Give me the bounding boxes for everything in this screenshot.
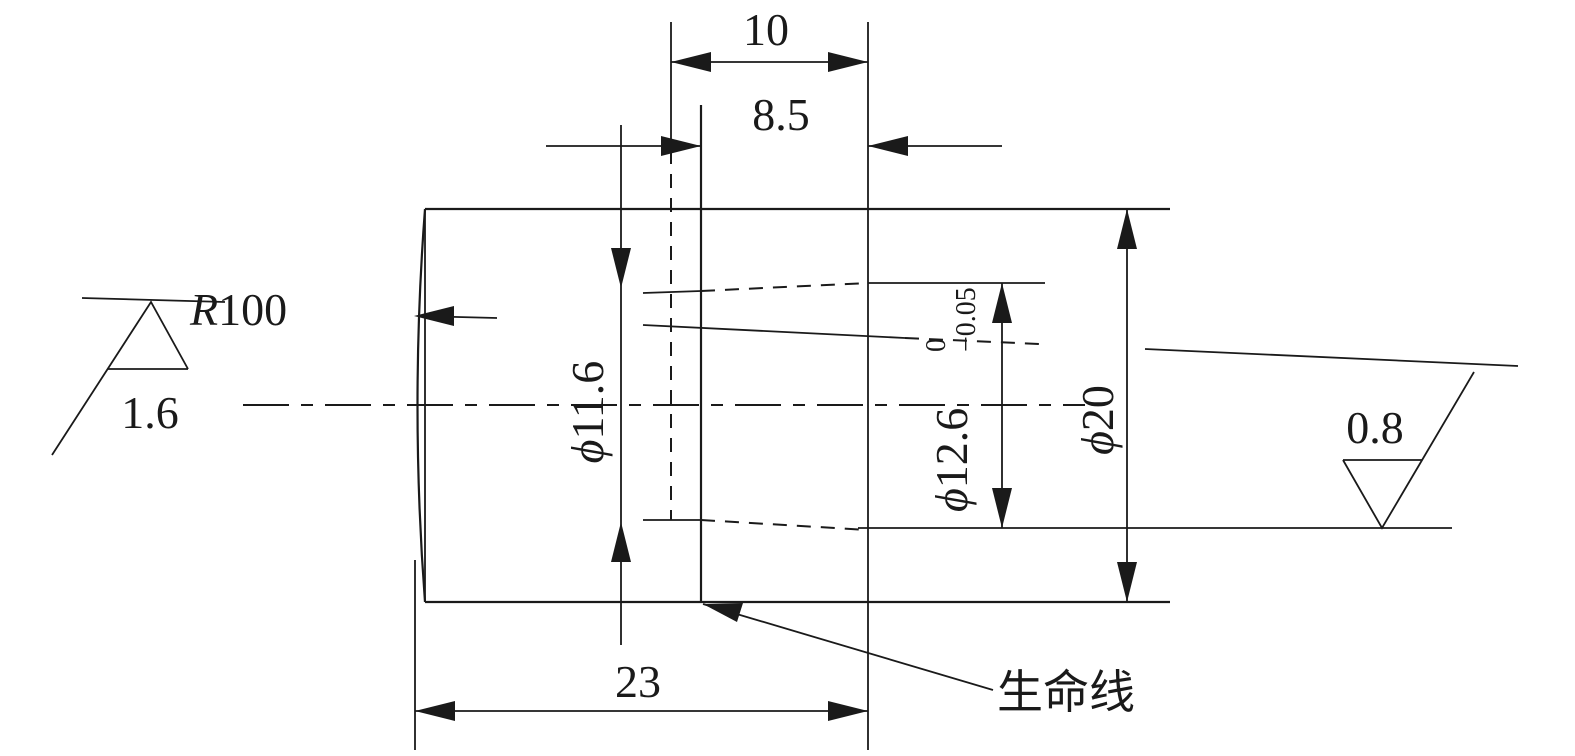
phi-12-6-label-group: ϕ12.6 0 −0.05 [921,287,982,512]
arrow-head [661,136,701,156]
dim-8-5-label: 8.5 [752,89,810,140]
bore-bottom-dashed [700,519,869,531]
surface-finish-left: 1.6 [51,297,226,456]
arrow-head [611,522,631,562]
arrow-head [992,488,1012,528]
sf-left-ref-line [81,297,226,303]
arrow-head [671,52,711,72]
arrow-head [414,306,454,326]
arrow-head [828,52,868,72]
dim-10-label: 10 [743,4,789,55]
sf-right-value: 0.8 [1346,402,1404,453]
arrow-head [992,283,1012,323]
life-line-label: 生命线 [997,665,1135,719]
hidden-bore [642,150,1452,531]
arrow-head [611,248,631,288]
dimension-23: 23 [415,656,868,721]
dimension-10: 10 [671,4,868,72]
phi-20-value: 20 [1072,385,1123,431]
phi-symbol: ϕ [926,488,977,512]
phi-12-6-value: 12.6 [926,408,977,489]
sf-right-symbol [1342,371,1475,530]
phi-symbol: ϕ [1072,431,1123,455]
dimension-r100: R100 [189,284,498,335]
r100-value: 100 [218,284,287,335]
dim-23-label: 23 [615,656,661,707]
dimension-phi-20: ϕ20 [1072,209,1137,602]
sf-right-ref-line [1144,348,1519,367]
r100-prefix: R [189,284,218,335]
dimension-8-5: 8.5 [546,89,1002,156]
arrow-head [828,701,868,721]
phi-11-6-value: 11.6 [562,361,613,440]
phi-12-6-label: ϕ12.6 [926,408,977,512]
sf-left-symbol [51,300,189,456]
sf-left-value: 1.6 [121,387,179,438]
phi-symbol: ϕ [562,439,613,463]
phi-20-label: ϕ20 [1072,385,1123,455]
life-line-leader [702,603,994,691]
arrow-head [868,136,908,156]
arrow-head [703,603,743,622]
bore-top-dashed [700,282,869,292]
surface-finish-right: 0.8 [1144,348,1519,530]
dimension-phi-12-6: ϕ12.6 0 −0.05 [921,283,1012,528]
dimension-phi-11-6: ϕ11.6 [562,125,631,645]
arrow-head [1117,562,1137,602]
taper-line-1 [642,324,906,339]
bore-top-short [642,290,702,294]
r100-label: R100 [189,284,287,335]
arrow-head [415,701,455,721]
phi-12-6-tol-lower: −0.05 [951,287,982,352]
life-line-annotation: 生命线 [702,603,1135,719]
phi-12-6-tol-upper: 0 [921,338,952,352]
arrow-head [1117,209,1137,249]
phi-11-6-label: ϕ11.6 [562,361,613,464]
